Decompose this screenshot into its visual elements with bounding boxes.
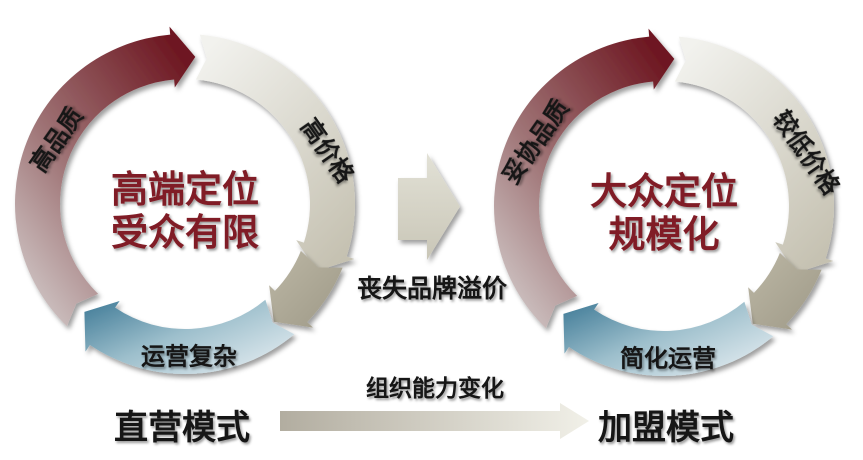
left-mode-label: 直营模式 — [114, 409, 250, 447]
direct-mode-center-title-line-2: 受众有限 — [111, 212, 259, 253]
franchise-mode-arc-label-bottom: 简化运营 — [620, 345, 716, 373]
org-change-caption: 组织能力变化 — [366, 375, 504, 401]
right-mode-label: 加盟模式 — [598, 409, 734, 447]
bottom-arrow-icon — [280, 403, 589, 439]
franchise-mode-center-title-line-2: 规模化 — [609, 214, 720, 255]
direct-mode-quality-arc — [15, 26, 196, 327]
franchise-mode-operations-arc — [563, 301, 774, 377]
franchise-mode-cycle: 妥协品质较低价格简化运营大众定位规模化 — [494, 28, 846, 377]
direct-mode-arc-label-bottom: 运营复杂 — [141, 344, 237, 371]
franchise-mode-quality-arc — [494, 28, 675, 329]
franchise-mode-price-arc — [674, 36, 834, 273]
franchise-mode-connector-arc — [748, 252, 822, 330]
direct-mode-price-arc — [195, 34, 355, 271]
direct-mode-connector-arc — [269, 250, 343, 328]
direct-mode-operations-arc — [84, 299, 295, 375]
brand-premium-caption: 丧失品牌溢价 — [357, 274, 508, 303]
direct-mode-center-title-line-1: 高端定位 — [111, 169, 259, 210]
transition-arrow-icon — [398, 153, 460, 260]
franchise-mode-center-title-line-1: 大众定位 — [590, 171, 738, 212]
direct-mode-cycle: 高品质高价格运营复杂高端定位受众有限 — [15, 26, 360, 375]
